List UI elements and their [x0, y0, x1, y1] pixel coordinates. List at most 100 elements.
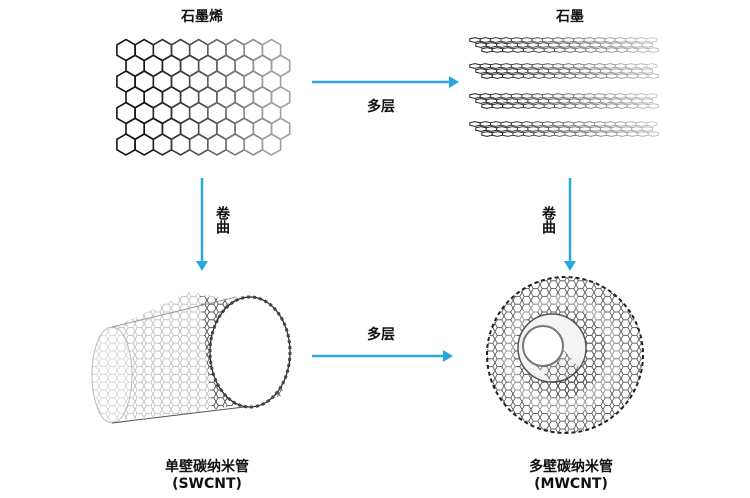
graphene-hexagon — [225, 133, 245, 156]
edge-label-swcnt-mwcnt: 多层 — [367, 327, 395, 343]
graphite-hexagon — [585, 103, 597, 109]
graphite-hexagon — [595, 47, 607, 53]
graphite-hexagon — [579, 68, 591, 74]
graphite-hexagon — [512, 47, 524, 53]
graphite-hexagon — [606, 73, 618, 79]
graphite-hexagon — [600, 68, 612, 74]
graphite-hexagon — [604, 37, 616, 43]
graphite-hexagon — [595, 103, 607, 109]
graphite-hexagon — [635, 93, 647, 99]
graphite-hexagon — [491, 73, 504, 79]
graphite-hexagon — [554, 103, 566, 109]
graphite-hexagon — [562, 37, 575, 43]
graphite-hexagon — [574, 103, 587, 109]
graphite-hexagon — [522, 73, 535, 79]
graphite-hexagon — [502, 131, 514, 137]
arrow-graphene-to-swcnt — [196, 178, 208, 271]
graphite-hexagon — [543, 131, 555, 137]
graphite-hexagon — [554, 47, 566, 53]
graphite-hexagon — [595, 131, 607, 137]
graphite-hexagon — [583, 93, 595, 99]
graphite-hexagon — [506, 42, 518, 48]
graphite-hexagon — [527, 68, 539, 74]
graphite-hexagon — [506, 126, 518, 132]
graphite-hexagon — [647, 103, 659, 109]
mwcnt-abbr: (MWCNT) — [534, 476, 608, 492]
graphene-hexagon — [170, 133, 191, 156]
graphite-hexagon — [625, 63, 637, 69]
arrow-graphene-to-graphite — [312, 76, 459, 88]
graphite-hexagon — [562, 121, 575, 127]
graphite-hexagon — [631, 126, 643, 132]
graphite-hexagon — [564, 131, 576, 137]
graphene-hexagon — [134, 133, 155, 156]
graphite-hexagon — [527, 42, 539, 48]
graphite-hexagon — [475, 68, 487, 74]
graphite-hexagon — [606, 103, 618, 109]
graphite-hexagon — [610, 68, 622, 74]
graphite-hexagon — [600, 42, 612, 48]
graphite-hexagon — [594, 93, 606, 99]
graphite-hexagon — [610, 126, 622, 132]
graphite-hexagon — [604, 93, 616, 99]
graphite-hexagon — [491, 103, 504, 109]
graphite-hexagon — [620, 68, 633, 74]
graphite-hexagon — [512, 131, 524, 137]
graphite-hexagon — [631, 98, 643, 104]
graphite-hexagon — [631, 68, 643, 74]
graphite-hexagon — [554, 131, 566, 137]
graphite-hexagon — [479, 93, 492, 99]
graphite-hexagon — [485, 68, 498, 74]
graphite-hexagon — [647, 73, 659, 79]
graphite-hexagon — [600, 126, 612, 132]
graphite-hexagon — [558, 98, 570, 104]
graphite-hexagon — [548, 126, 560, 132]
graphene-hexagon — [243, 133, 264, 156]
graphite-hexagon — [589, 42, 601, 48]
graphite-hexagon — [512, 73, 524, 79]
graphite-hexagon — [490, 63, 502, 69]
graphite-hexagon — [558, 42, 570, 48]
graphite-hexagon — [469, 63, 481, 69]
graphite-hexagon — [469, 121, 481, 127]
graphite-hexagon — [481, 103, 493, 109]
graphite-hexagon — [647, 47, 659, 53]
graphite-hexagon — [606, 131, 618, 137]
graphite-hexagon — [522, 103, 535, 109]
graphite-hexagon — [531, 121, 543, 127]
graphite-hexagon — [610, 98, 622, 104]
graphite-hexagon — [641, 68, 653, 74]
graphite-hexagon — [573, 121, 585, 127]
graphite-hexagon — [485, 126, 498, 132]
graphite-hexagon — [564, 103, 576, 109]
arrow-swcnt-to-mwcnt — [312, 350, 453, 362]
graphite-hexagon — [537, 68, 549, 74]
graphite-hexagon — [490, 121, 502, 127]
graphite-hexagon — [516, 126, 529, 132]
graphite-hexagon — [647, 131, 659, 137]
graphite-hexagon — [533, 73, 545, 79]
graphite-hexagon — [579, 98, 591, 104]
graphite-hexagon — [481, 47, 493, 53]
graphite-hexagon — [510, 37, 523, 43]
graphite-hexagon — [574, 73, 587, 79]
graphite-hexagon — [469, 37, 481, 43]
graphite-hexagon — [606, 47, 618, 53]
graphite-hexagon — [579, 126, 591, 132]
graphite-hexagon — [564, 47, 576, 53]
graphite-hexagon — [548, 68, 560, 74]
graphene-hexagon — [188, 133, 209, 156]
graphite-hexagon — [552, 93, 564, 99]
graphite-hexagon — [496, 42, 508, 48]
graphite-hexagon — [485, 98, 498, 104]
graphite-hexagon — [558, 68, 570, 74]
graphite-hexagon — [521, 121, 533, 127]
mwcnt-label: 多壁碳纳米管 — [529, 459, 613, 475]
graphite-hexagon — [537, 98, 549, 104]
graphite-hexagon — [552, 121, 564, 127]
graphite-hexagon — [510, 93, 523, 99]
graphite-hexagon — [543, 73, 555, 79]
graphite-hexagon — [614, 63, 627, 69]
graphite-hexagon — [510, 63, 523, 69]
graphite-hexagon — [469, 93, 481, 99]
